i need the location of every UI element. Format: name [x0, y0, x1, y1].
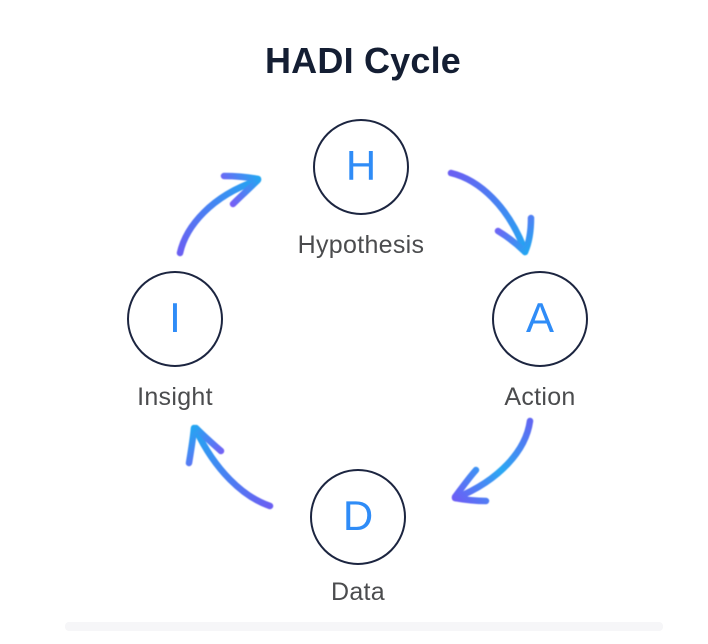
diagram-title: HADI Cycle	[264, 40, 462, 81]
node-hypothesis-letter: H	[345, 142, 377, 189]
arrow-action-to-data	[451, 417, 534, 505]
node-data-label: Data	[330, 578, 385, 606]
node-hypothesis-circle: H	[313, 119, 409, 215]
arrow-insight-to-hypothesis	[176, 172, 262, 257]
node-data-letter: D	[342, 492, 374, 539]
node-action-letter: A	[525, 294, 554, 341]
node-insight-circle: I	[127, 271, 223, 367]
page-break-bar	[65, 622, 663, 631]
node-action-label: Action	[504, 383, 576, 411]
arrow-data-to-insight	[185, 424, 274, 510]
node-insight-letter: I	[169, 294, 181, 341]
node-data-circle: D	[310, 469, 406, 565]
node-insight-label: Insight	[137, 383, 213, 411]
arrow-hypothesis-to-action	[447, 169, 535, 256]
node-hypothesis-label: Hypothesis	[297, 231, 425, 259]
node-action-circle: A	[492, 271, 588, 367]
